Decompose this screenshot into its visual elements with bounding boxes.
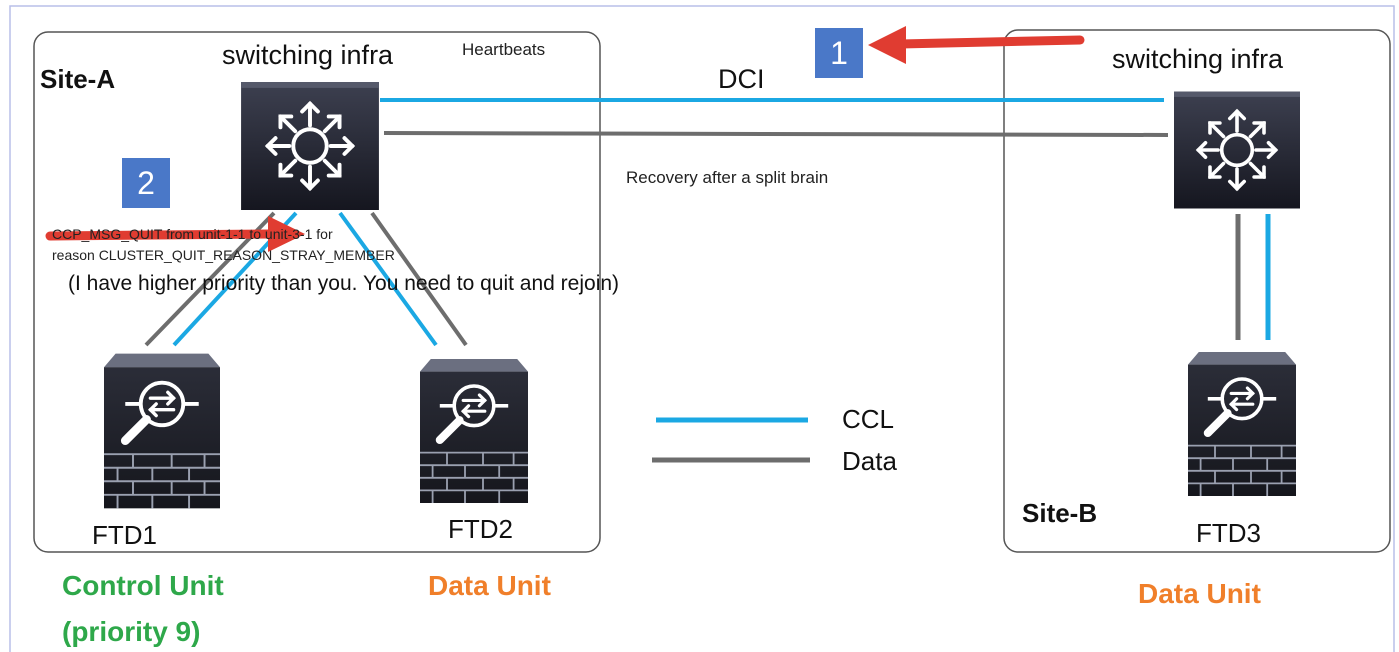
recovery-label: Recovery after a split brain xyxy=(626,168,829,187)
switch-icon xyxy=(240,82,380,210)
site-b-label: Site-B xyxy=(1022,498,1098,528)
ftd2-data-link xyxy=(370,211,468,347)
priority-label: (priority 9) xyxy=(62,616,201,647)
switch-icon xyxy=(1174,89,1300,211)
firewall-icon xyxy=(420,359,528,503)
step2-arrow xyxy=(45,229,275,241)
ftd1-label: FTD1 xyxy=(92,520,157,550)
legend-data-label: Data xyxy=(842,446,897,476)
site-a-switch-label: switching infra xyxy=(222,40,394,70)
ftd2-role-label: Data Unit xyxy=(428,570,551,601)
legend-ccl-label: CCL xyxy=(842,404,895,434)
quit-message-line1: CCP_MSG_QUIT from unit-1-1 to unit-3-1 f… xyxy=(52,226,333,242)
quit-explanation: (I have higher priority than you. You ne… xyxy=(68,272,620,295)
outer-frame xyxy=(9,5,1395,652)
firewall-icon xyxy=(1188,352,1296,496)
heartbeats-label: Heartbeats xyxy=(462,40,546,59)
site-a-box xyxy=(33,31,601,553)
quit-message-line2: reason CLUSTER_QUIT_REASON_STRAY_MEMBER xyxy=(52,247,395,263)
step1-arrow xyxy=(895,35,1085,49)
step-1-badge: 1 xyxy=(815,28,863,78)
step1-arrow-head xyxy=(868,26,906,64)
dci-data-link xyxy=(383,131,1169,137)
control-unit-label: Control Unit xyxy=(62,570,224,601)
firewall-icon xyxy=(104,354,220,509)
step-2-badge: 2 xyxy=(122,158,170,208)
step2-arrow-head xyxy=(268,216,305,252)
ftd3-label: FTD3 xyxy=(1196,518,1261,548)
ftd2-ccl-link xyxy=(338,211,438,347)
ftd2-label: FTD2 xyxy=(448,514,513,544)
ftd3-role-label: Data Unit xyxy=(1138,578,1261,609)
dci-label: DCI xyxy=(718,64,765,94)
site-b-switch-label: switching infra xyxy=(1112,44,1284,74)
site-a-label: Site-A xyxy=(40,64,116,94)
site-b-box xyxy=(1003,29,1391,553)
